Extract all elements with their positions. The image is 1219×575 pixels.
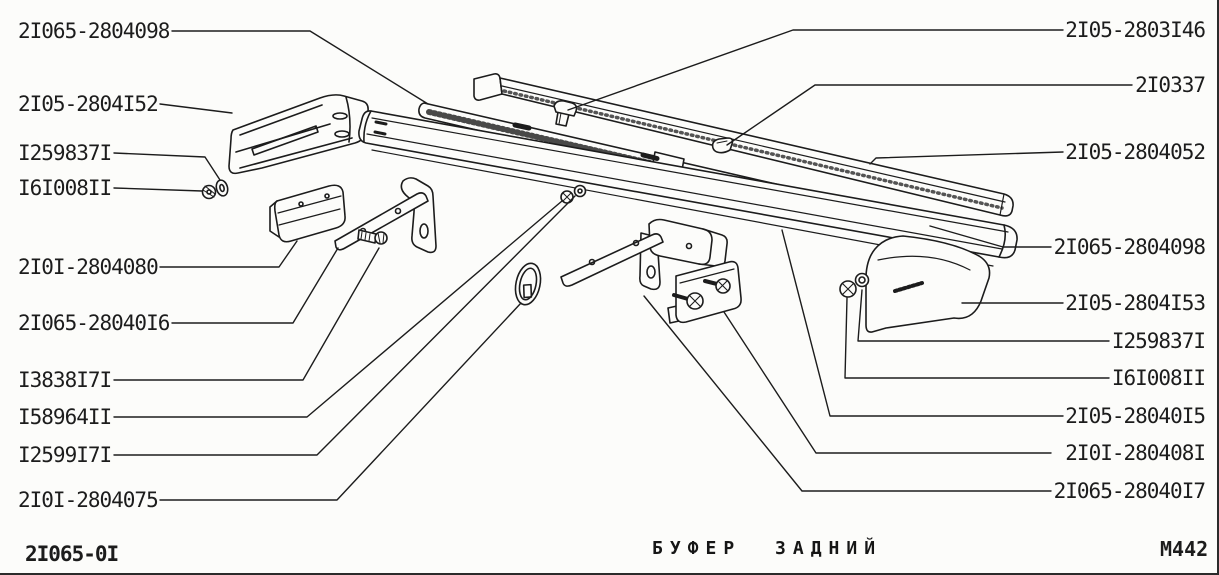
part-label: 2I05-2804I53 [1065, 291, 1206, 315]
part-bolt-plate [667, 260, 742, 324]
fastener-clip [711, 137, 734, 154]
fastener-plate-bolt-2 [703, 278, 731, 294]
part-shock-block [269, 184, 346, 243]
leader-lines [113, 29, 1133, 501]
part-label: 2I0337 [1135, 73, 1206, 97]
fastener-left-nut-washer [201, 179, 229, 200]
fastener-right-screw-washer [839, 272, 870, 298]
part-label: I6I008II [18, 176, 112, 200]
part-label: 2I0I-2804075 [18, 488, 159, 512]
part-label: 2I05-2803I46 [1065, 18, 1206, 42]
fastener-strip-bolt [553, 100, 578, 127]
part-center-bracket [560, 218, 728, 291]
part-label: 2I05-28040I5 [1065, 404, 1206, 428]
fastener-plate-bolt-1 [672, 292, 704, 310]
part-label: 2I065-28040I6 [18, 311, 170, 335]
part-label: 2I065-2804098 [18, 19, 170, 43]
scan-border-bottom [0, 573, 1219, 575]
fastener-mid-washers [560, 184, 587, 204]
figure-caption: БУФЕР ЗАДНИЙ [652, 538, 883, 559]
part-label: 2I065-28040I7 [1053, 479, 1206, 503]
part-label: 2I0I-2804080 [18, 255, 159, 279]
scan-border-right [1217, 0, 1219, 575]
part-label: I6I008II [1111, 366, 1206, 390]
part-right-corner-cap [865, 235, 991, 333]
part-top-strip [473, 73, 1014, 217]
part-label: I259837I [1111, 329, 1206, 353]
part-label: 2I05-2804I52 [18, 92, 159, 116]
part-label: I2599I7I [18, 443, 112, 467]
sheet-code: 2I065-0I [25, 542, 119, 566]
part-label: I259837I [18, 141, 112, 165]
fastener-bolt-left [357, 229, 388, 245]
part-label: I3838I7I [18, 368, 112, 392]
part-label: 2I065-2804098 [1053, 235, 1206, 259]
figure-code: M442 [1160, 537, 1209, 561]
part-left-corner-cap [228, 94, 369, 175]
part-left-bracket [334, 177, 437, 254]
part-label: 2I05-2804052 [1065, 140, 1206, 164]
part-label: I58964II [18, 405, 112, 429]
part-label: 2I0I-280408I [1065, 441, 1206, 465]
part-grommet [514, 262, 542, 306]
